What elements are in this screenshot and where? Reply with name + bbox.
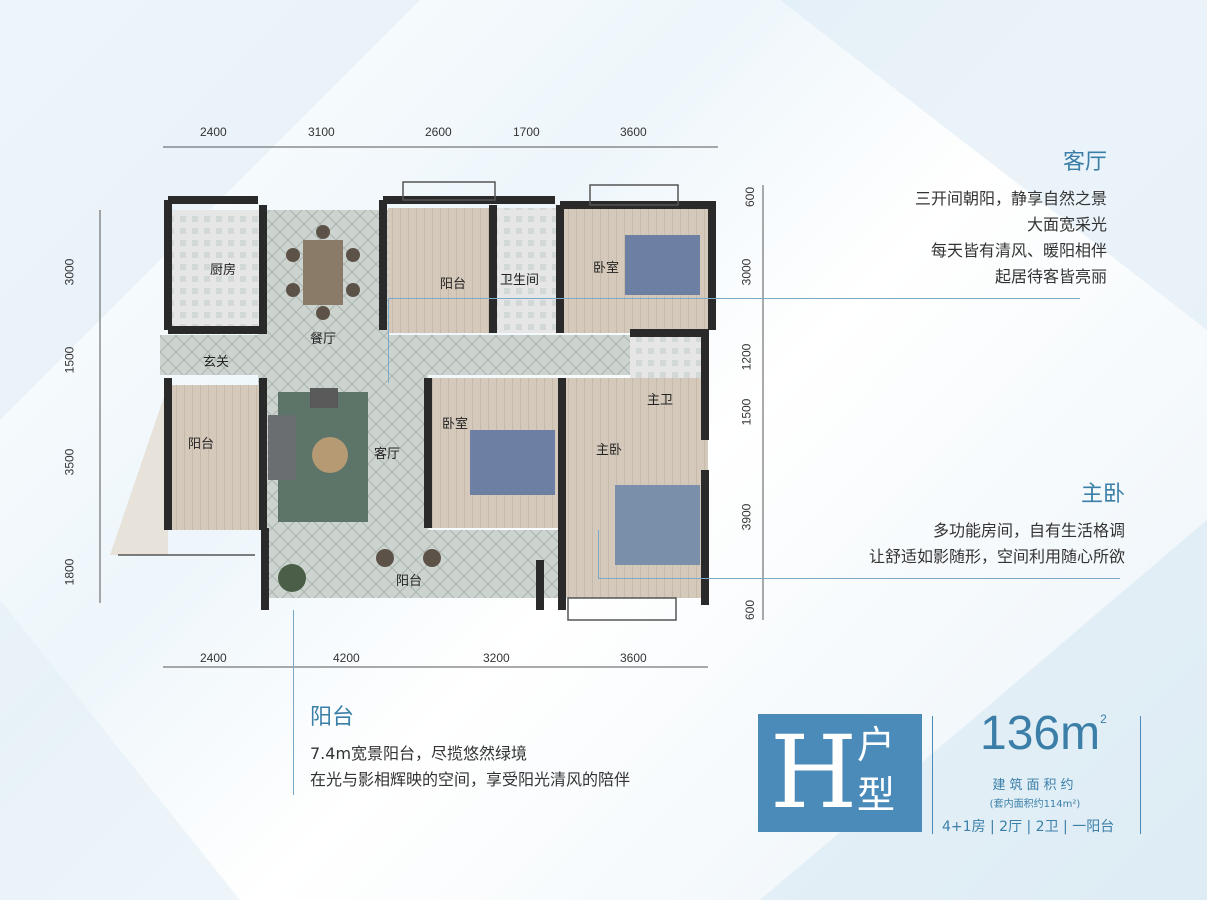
balcony-bottom-floor [265, 530, 560, 598]
callout-master-line-2: 让舒适如影随形，空间利用随心所欲 [868, 547, 1125, 566]
callout-balcony: 阳台 7.4m宽景阳台，尽揽悠然绿境 在光与影相辉映的空间，享受阳光清风的陪伴 [310, 705, 710, 793]
room-label-balcony-top: 阳台 [440, 277, 466, 292]
callout-master-title: 主卧 [1080, 482, 1125, 507]
unit-type-label: 户型 [856, 723, 895, 817]
room-label-bathroom: 卫生间 [500, 273, 539, 288]
room-label-balcony-bottom: 阳台 [396, 574, 422, 589]
master-callout-line-h [598, 578, 1120, 579]
room-label-bedroom-mid: 卧室 [442, 416, 468, 432]
bathroom-floor [493, 208, 558, 333]
room-label-living: 客厅 [374, 446, 400, 462]
callout-balcony-line-1: 7.4m宽景阳台，尽揽悠然绿境 [310, 744, 528, 763]
callout-master-line-1: 多功能房间，自有生活格调 [932, 521, 1125, 540]
unit-letter: H [770, 714, 858, 831]
balcony-left-floor [168, 385, 263, 530]
room-label-balcony-left: 阳台 [188, 437, 214, 452]
area-value: 136m2 [980, 707, 1107, 760]
dim-top-4: 1700 [513, 125, 540, 139]
dim-top-1: 2400 [200, 125, 227, 139]
room-label-kitchen: 厨房 [210, 262, 236, 278]
dim-bottom-4: 3600 [620, 651, 647, 665]
badge-divider-right [1140, 716, 1141, 834]
kitchen-floor [168, 210, 263, 330]
balcony-callout-line [293, 610, 294, 795]
callout-living: 客厅 三开间朝阳，静享自然之景 大面宽采光 每天皆有清风、暖阳相伴 起居待客皆亮… [807, 150, 1107, 290]
room-label-master-bedroom: 主卧 [596, 443, 622, 458]
area-sup: 2 [1100, 712, 1107, 726]
callout-living-line-1: 三开间朝阳，静享自然之景 [914, 189, 1107, 208]
window-frames [118, 181, 679, 621]
dim-bottom-2: 4200 [333, 651, 360, 665]
unit-type-badge: H 户型 [758, 714, 922, 832]
badge-divider-left [932, 716, 933, 834]
room-label-entry: 玄关 [203, 355, 229, 370]
dim-top-2: 3100 [308, 125, 335, 139]
callout-balcony-line-2: 在光与影相辉映的空间，享受阳光清风的陪伴 [310, 770, 631, 789]
callout-master: 主卧 多功能房间，自有生活格调 让舒适如影随形，空间利用随心所欲 [785, 482, 1125, 570]
living-callout-line-v [388, 298, 389, 383]
balcony-plants [278, 549, 441, 592]
room-label-bedroom-top: 卧室 [593, 260, 619, 276]
corridor-floor [160, 335, 630, 375]
callout-living-line-2: 大面宽采光 [1026, 215, 1107, 234]
inner-area: (套内面积约114m²) [989, 799, 1081, 810]
bed-master [615, 485, 700, 565]
dim-top-5: 3600 [620, 125, 647, 139]
master-callout-line-v [598, 530, 599, 578]
room-label-master-bath: 主卫 [647, 393, 673, 408]
dim-bottom-3: 3200 [483, 651, 510, 665]
callout-living-title: 客厅 [1062, 150, 1107, 175]
dining-table [286, 225, 360, 320]
living-sofa-set [268, 388, 368, 522]
room-label-dining: 餐厅 [310, 331, 336, 347]
dim-top-3: 2600 [425, 125, 452, 139]
balcony-left-wedge [110, 385, 168, 555]
dimension-lines [99, 146, 764, 668]
dim-bottom-1: 2400 [200, 651, 227, 665]
callout-living-line-4: 起居待客皆亮丽 [994, 267, 1107, 286]
bed-mid [470, 430, 555, 495]
walls [164, 196, 716, 610]
area-label: 建筑面积约 [992, 778, 1078, 793]
callout-balcony-title: 阳台 [310, 705, 355, 730]
living-callout-line-h [388, 298, 1080, 299]
bed-top [625, 235, 700, 295]
layout-summary: 4+1房 | 2厅 | 2卫 | 一阳台 [942, 819, 1115, 835]
callout-living-line-3: 每天皆有清风、暖阳相伴 [930, 241, 1107, 260]
balcony-top-floor [388, 208, 493, 333]
